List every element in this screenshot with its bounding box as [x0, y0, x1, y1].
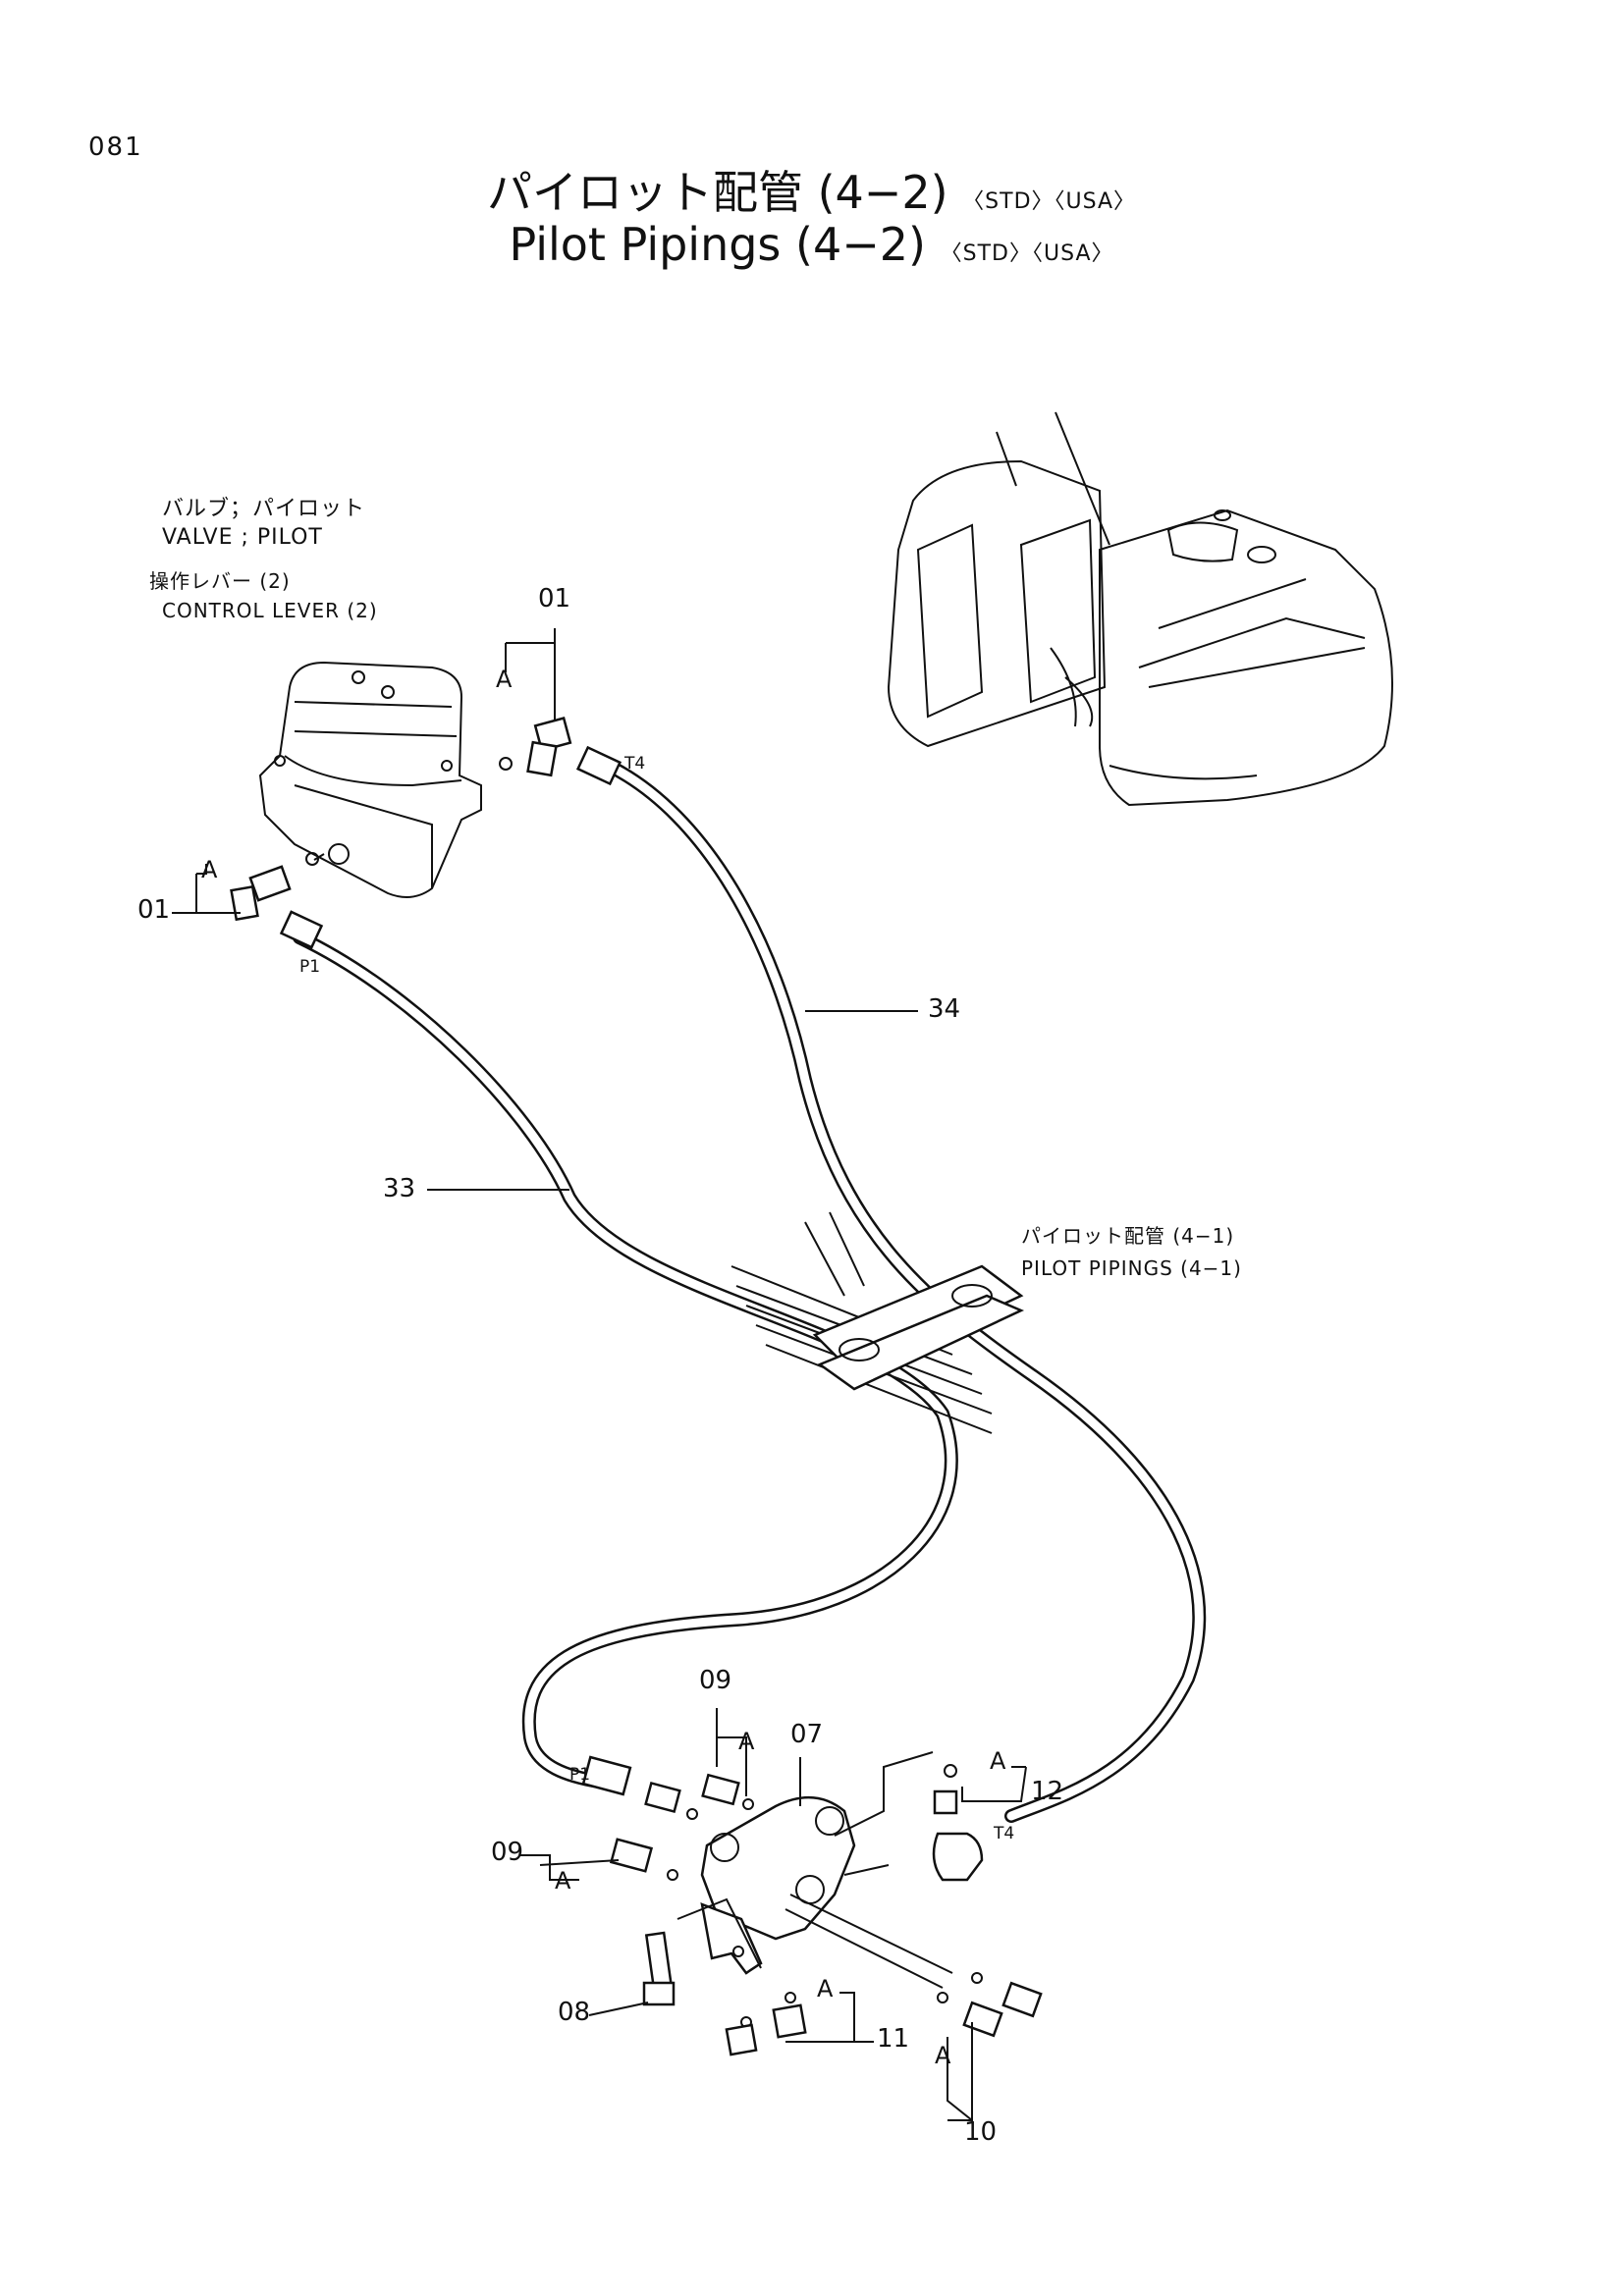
- port-label-p1-top: P1: [299, 957, 321, 977]
- part-number-07: 07: [790, 1720, 824, 1749]
- pilot-valve-illustration: [258, 661, 482, 898]
- excavator-overview-illustration: [887, 411, 1393, 807]
- part-number-33: 33: [383, 1174, 416, 1203]
- part-number-11: 11: [877, 2024, 910, 2054]
- page-number: 081: [88, 133, 143, 162]
- part-number-10: 10: [964, 2117, 998, 2147]
- hose-clamp-illustration: [730, 1211, 1025, 1434]
- title-japanese-tags: 〈STD〉〈USA〉: [962, 189, 1137, 214]
- title-english: Pilot Pipings (4−2) 〈STD〉〈USA〉: [0, 218, 1623, 271]
- elbow-fittings-top: [230, 717, 622, 949]
- ref-a-09-left: A: [555, 1867, 571, 1895]
- part-number-08: 08: [558, 1998, 591, 2027]
- part-number-09-left: 09: [491, 1838, 524, 1867]
- pilot-pipings-41-label-ja: パイロット配管 (4−1): [1021, 1224, 1235, 1248]
- part-number-09-top: 09: [699, 1666, 732, 1695]
- leader-lines: [172, 628, 1027, 2121]
- port-label-p1-bottom: P1: [569, 1765, 591, 1785]
- ref-a-left: A: [201, 856, 218, 883]
- control-lever-label-ja: 操作レバー (2): [149, 569, 291, 593]
- part-number-01-top: 01: [538, 584, 571, 614]
- ref-a-10: A: [935, 2042, 951, 2069]
- title-japanese-text: パイロット配管 (4−2): [486, 166, 948, 219]
- bottom-fittings: [581, 1755, 1043, 2056]
- part-number-12: 12: [1031, 1777, 1064, 1806]
- control-lever-label-en: CONTROL LEVER (2): [162, 599, 378, 622]
- title-english-tags: 〈STD〉〈USA〉: [940, 241, 1114, 266]
- valve-label-en: VALVE ; PILOT: [162, 525, 323, 550]
- ref-a-11: A: [817, 1975, 834, 2002]
- title-japanese: パイロット配管 (4−2) 〈STD〉〈USA〉: [0, 157, 1623, 222]
- valve-label-ja: バルブ；パイロット: [162, 497, 366, 521]
- port-label-t4-top: T4: [624, 754, 646, 774]
- part-number-34: 34: [928, 994, 961, 1024]
- part-number-01-left: 01: [137, 895, 171, 925]
- port-label-t4-bottom: T4: [994, 1824, 1015, 1843]
- title-english-text: Pilot Pipings (4−2): [509, 218, 927, 271]
- ref-a-12: A: [990, 1747, 1006, 1775]
- ref-a-09-top: A: [738, 1728, 755, 1755]
- control-lever-bracket: 操作レバー (2): [149, 565, 291, 594]
- ref-a-top: A: [496, 666, 513, 693]
- pilot-pipings-41-label-en: PILOT PIPINGS (4−1): [1021, 1256, 1242, 1280]
- shuttle-valve-illustration: [642, 1751, 953, 2006]
